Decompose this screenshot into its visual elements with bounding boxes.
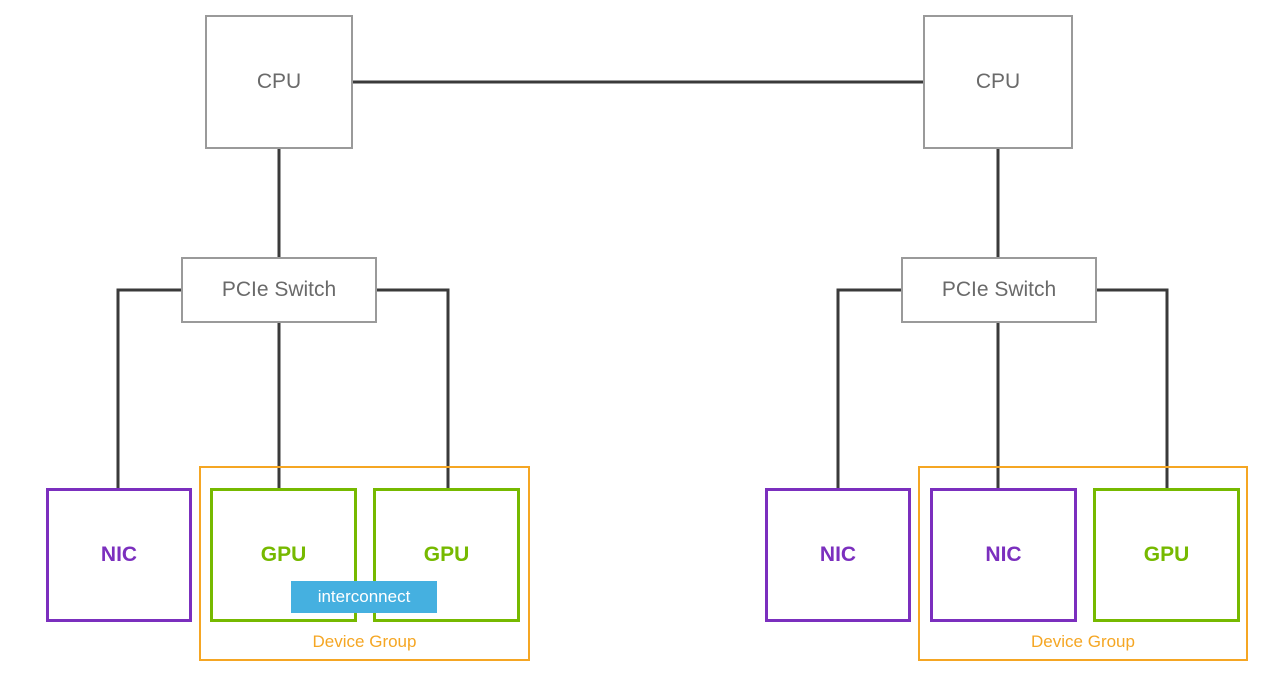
node-gpu-left-2-label: GPU <box>423 543 470 566</box>
device-group-left <box>199 466 530 661</box>
badge-interconnect-left: interconnect <box>291 581 437 613</box>
node-switch-right-label: PCIe Switch <box>941 278 1057 301</box>
node-nic-right-2-label: NIC <box>985 543 1022 566</box>
device-group-left-label: Device Group <box>312 632 417 651</box>
device-group-right-label: Device Group <box>1031 632 1135 651</box>
wire-switch-left-to-nic <box>116 288 181 488</box>
node-nic-right-2[interactable]: NIC <box>930 488 1077 622</box>
node-nic-left[interactable]: NIC <box>46 488 192 622</box>
wire-switch-right-to-gpu1 <box>1097 288 1169 488</box>
node-gpu-left-1-label: GPU <box>260 543 307 566</box>
badge-interconnect-left-label: interconnect <box>317 587 411 606</box>
node-switch-left-label: PCIe Switch <box>221 278 337 301</box>
node-gpu-right-1[interactable]: GPU <box>1093 488 1240 622</box>
node-nic-right-1-label: NIC <box>819 543 857 566</box>
node-nic-left-label: NIC <box>100 543 138 566</box>
wire-switch-right-to-nic1 <box>836 288 901 488</box>
node-switch-left[interactable]: PCIe Switch <box>181 257 377 323</box>
node-switch-right[interactable]: PCIe Switch <box>901 257 1097 323</box>
wire-switch-left-to-gpu2 <box>377 288 450 488</box>
node-cpu-left[interactable]: CPU <box>205 15 353 149</box>
device-group-right <box>918 466 1248 661</box>
node-cpu-left-label: CPU <box>256 70 302 93</box>
node-gpu-right-1-label: GPU <box>1143 543 1190 566</box>
node-nic-right-1[interactable]: NIC <box>765 488 911 622</box>
node-cpu-right[interactable]: CPU <box>923 15 1073 149</box>
node-cpu-right-label: CPU <box>975 70 1021 93</box>
